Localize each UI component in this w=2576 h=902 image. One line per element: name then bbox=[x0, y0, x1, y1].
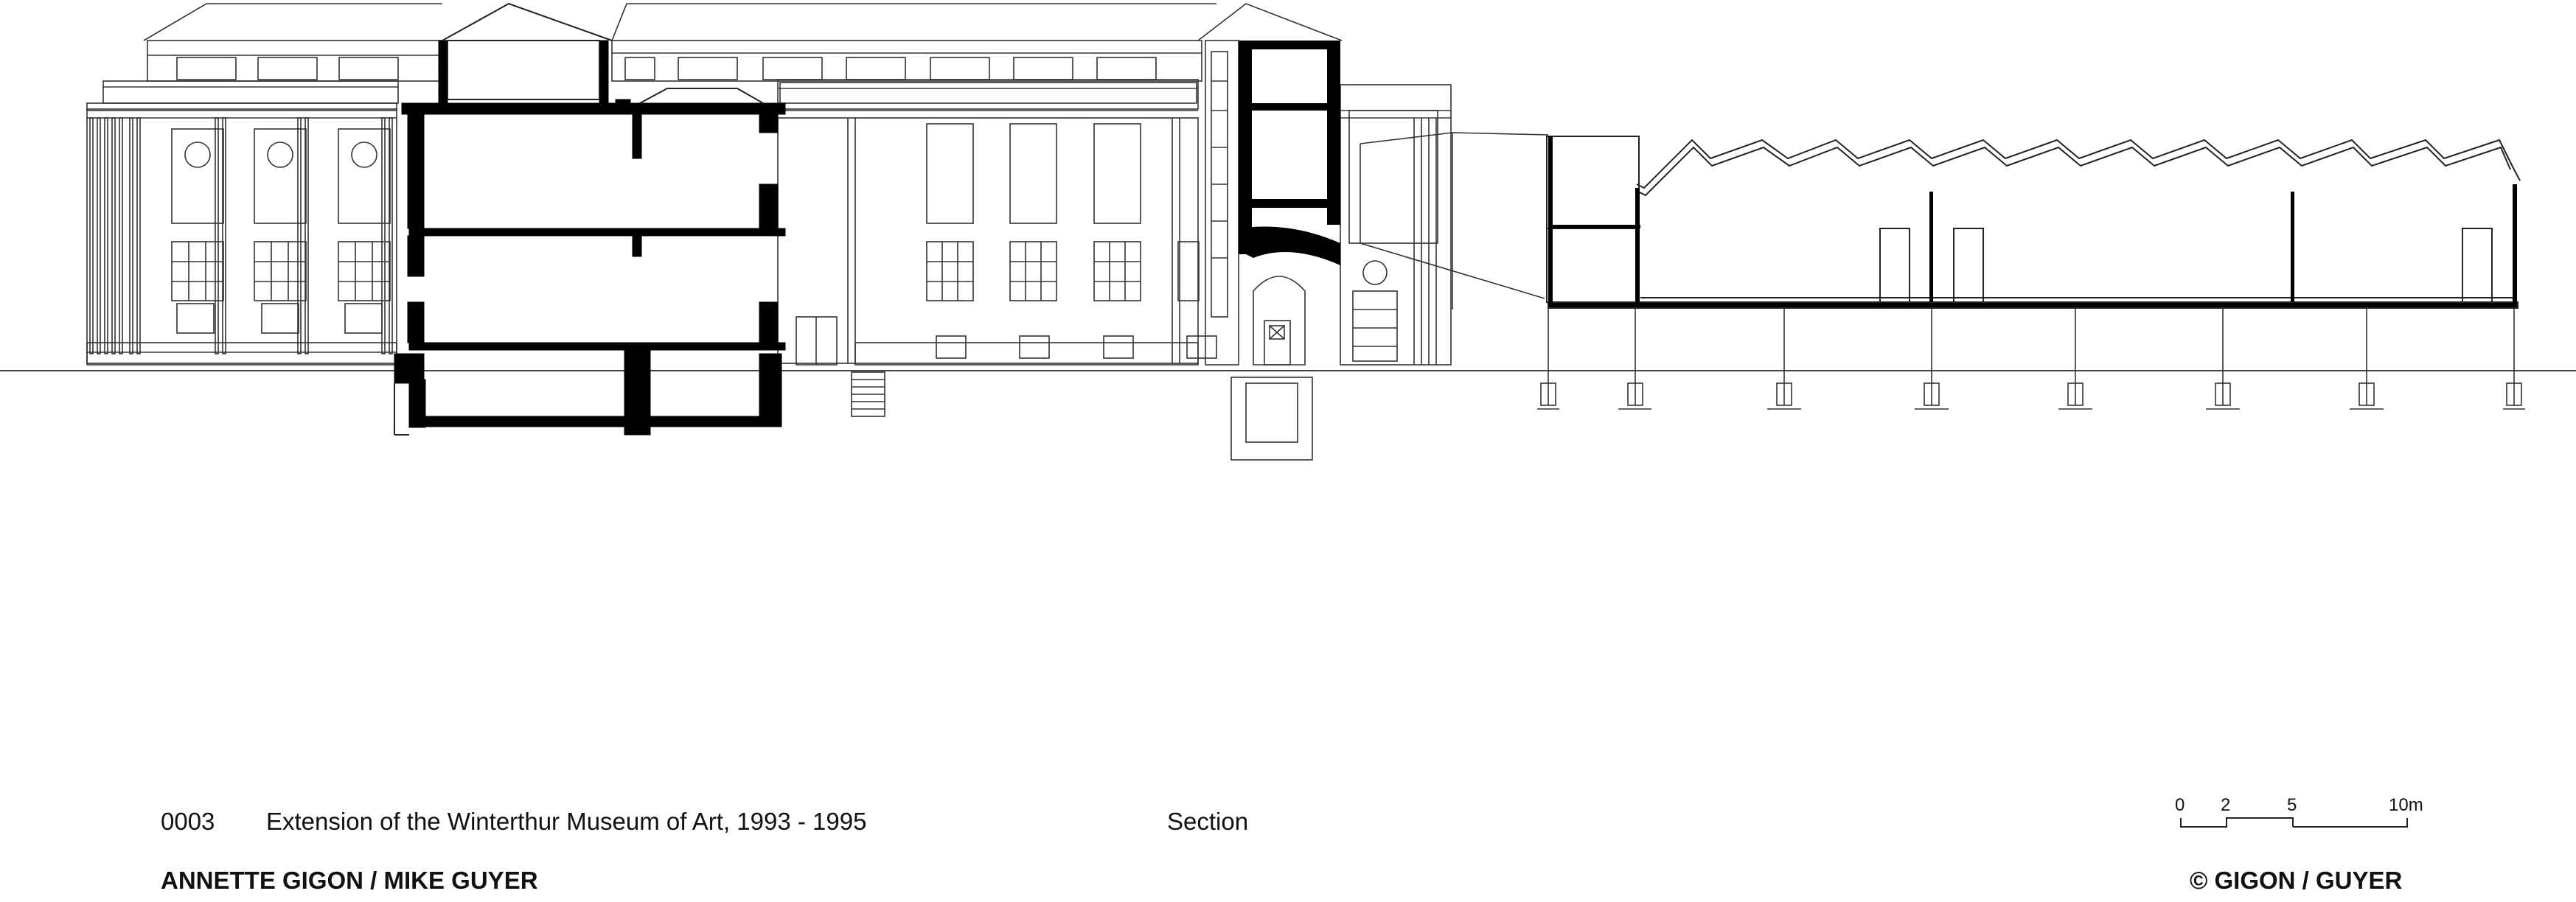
project-title: Extension of the Winterthur Museum of Ar… bbox=[266, 808, 867, 835]
new-extension-section bbox=[1546, 136, 2521, 309]
scale-bar bbox=[2180, 817, 2408, 828]
stilt-columns bbox=[1537, 308, 2525, 410]
section-cut-left-block bbox=[394, 40, 786, 436]
copyright-notice: © GIGON / GUYER bbox=[2190, 867, 2403, 894]
scale-label-0: 0 bbox=[2175, 795, 2185, 815]
old-museum-right-wing bbox=[1340, 84, 1452, 366]
old-museum-central-elevation bbox=[611, 3, 1217, 417]
drawing-type: Section bbox=[1167, 808, 1249, 835]
connector-bridge bbox=[1360, 132, 1549, 310]
scale-label-2: 2 bbox=[2221, 795, 2231, 815]
old-museum-elevation bbox=[86, 3, 443, 366]
section-cut-left-lines bbox=[394, 2, 764, 436]
section-cut-tower bbox=[1239, 41, 1340, 265]
scale-label-5: 5 bbox=[2287, 795, 2297, 815]
scale-label-10m: 10m bbox=[2389, 795, 2423, 815]
tower-elevation bbox=[1197, 3, 1343, 461]
architects-credit: ANNETTE GIGON / MIKE GUYER bbox=[161, 867, 538, 894]
new-extension-poche bbox=[1548, 136, 2517, 306]
sheet-number: 0003 bbox=[161, 808, 215, 835]
